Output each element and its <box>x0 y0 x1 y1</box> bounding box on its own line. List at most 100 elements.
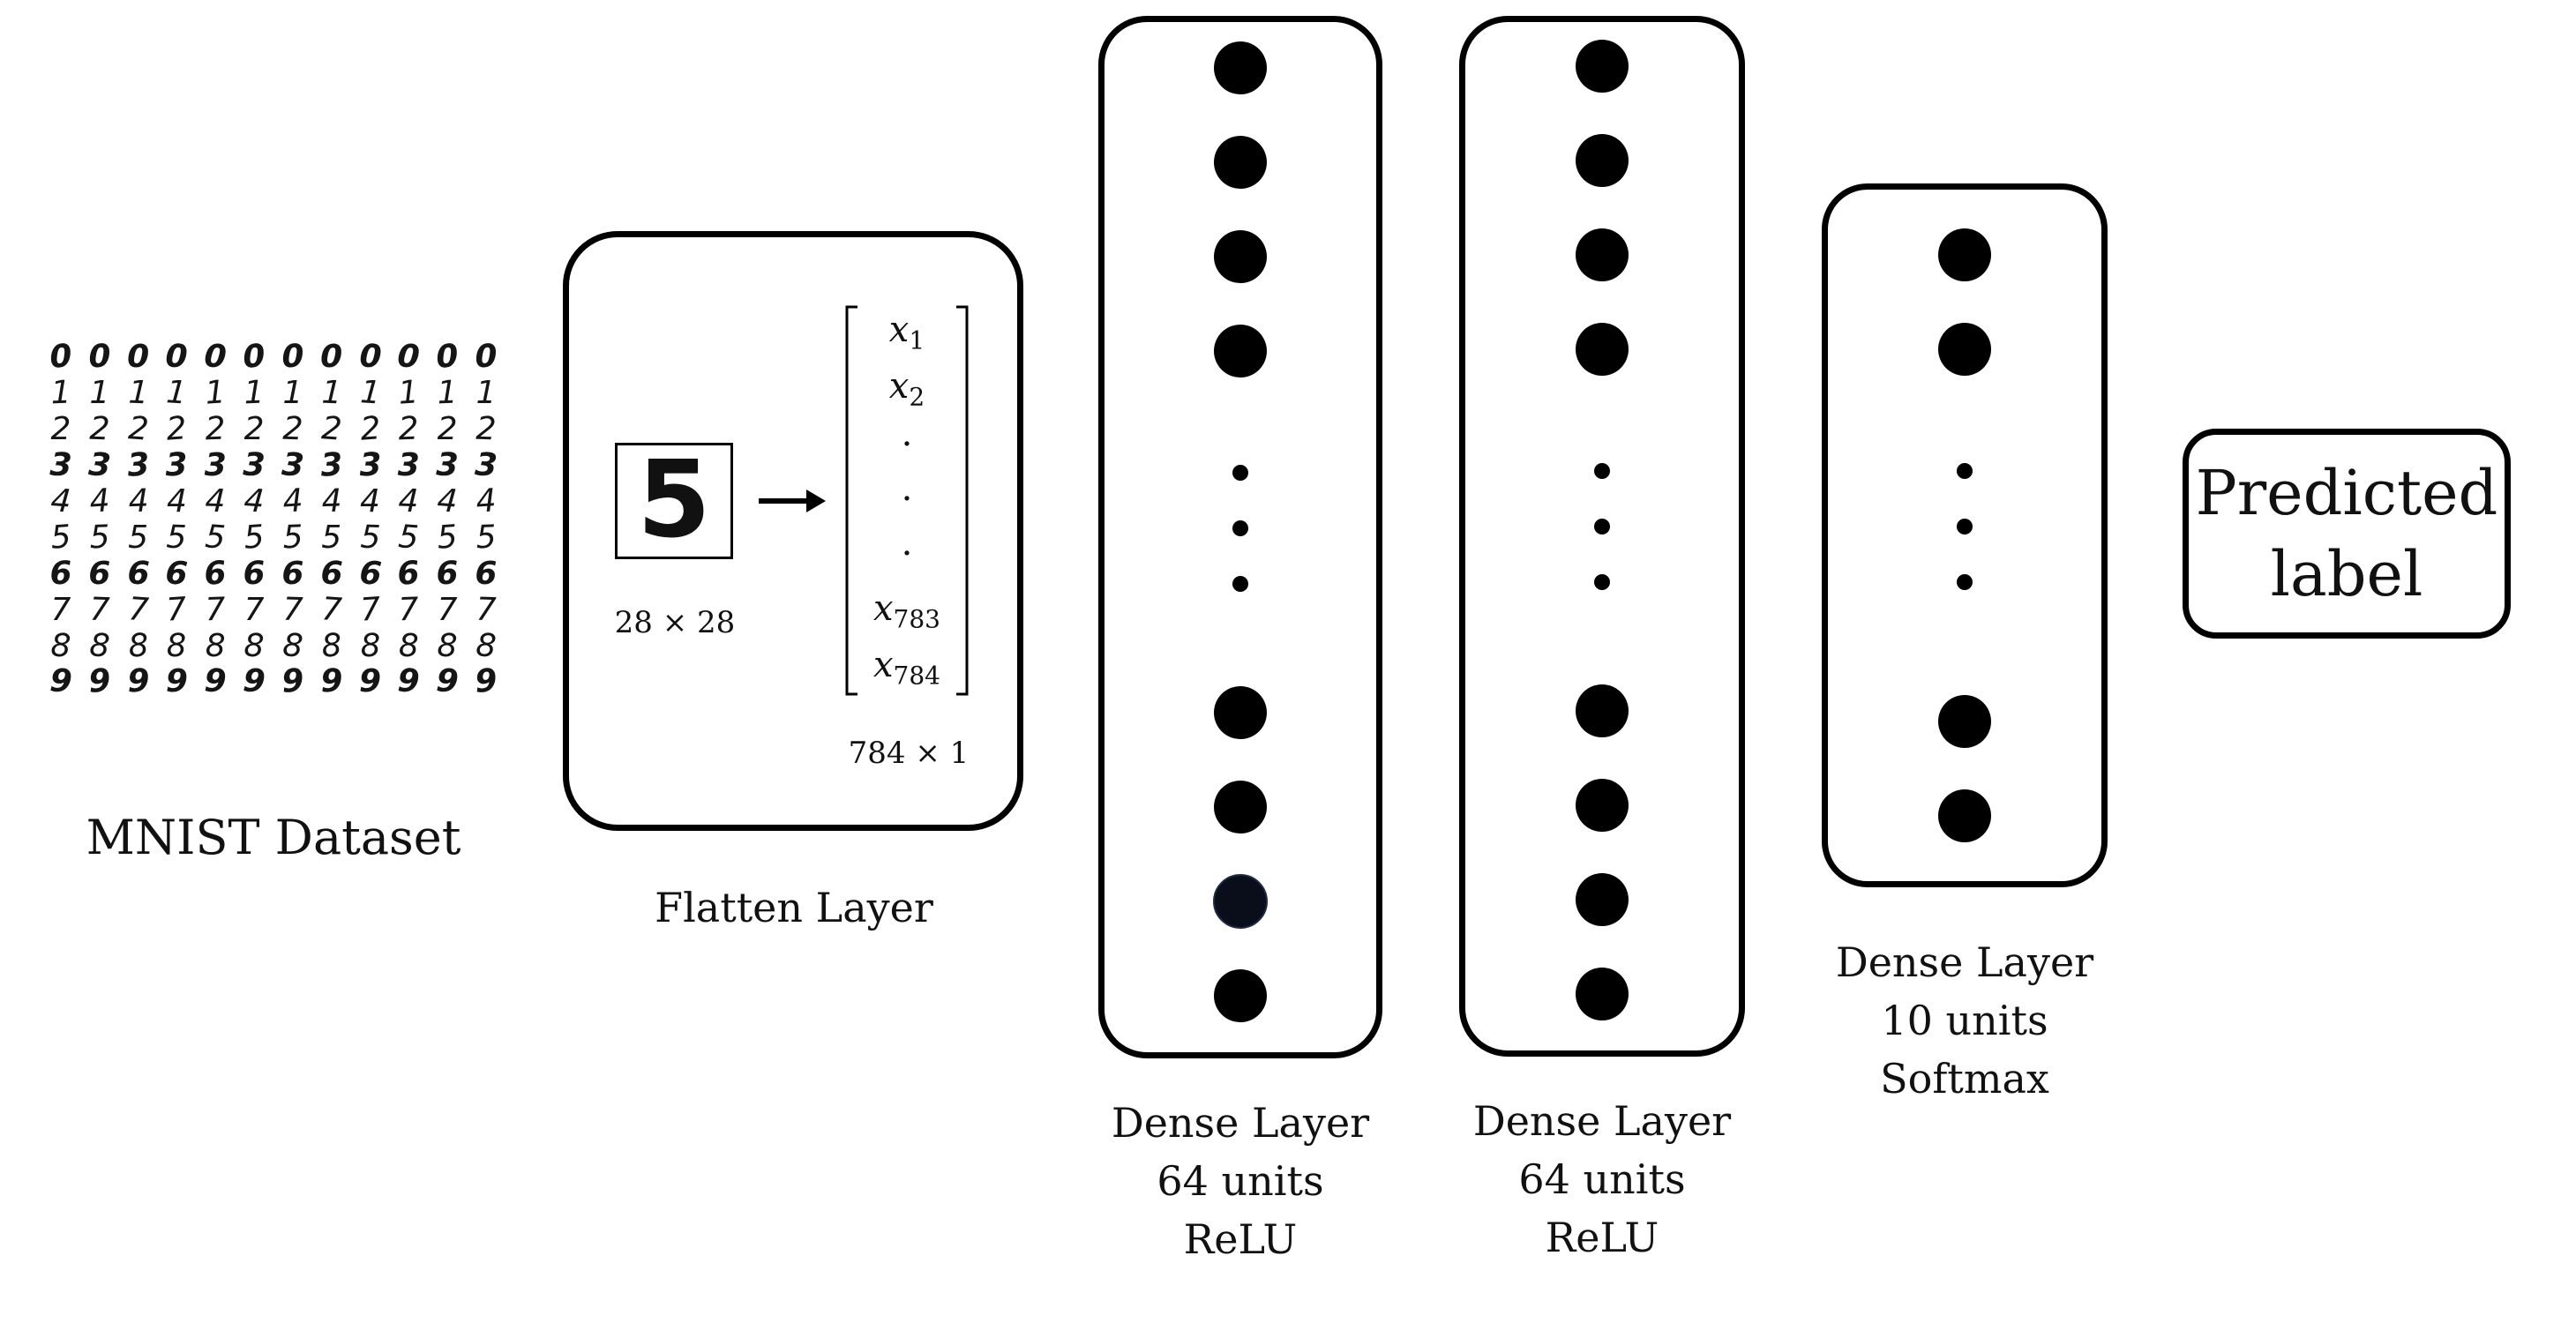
handwritten-digit: 3 <box>125 446 151 484</box>
handwritten-digit: 7 <box>50 591 71 628</box>
handwritten-digit: 7 <box>165 590 189 629</box>
handwritten-digit: 3 <box>358 446 382 484</box>
handwritten-digit: 7 <box>437 591 458 628</box>
neuron-node <box>1214 969 1267 1022</box>
vector-entry-var: x <box>888 310 910 350</box>
handwritten-digit: 2 <box>475 410 498 448</box>
handwritten-digit: 4 <box>127 482 149 520</box>
handwritten-digit: 9 <box>397 663 421 700</box>
handwritten-digit: 9 <box>358 663 382 700</box>
handwritten-digit: 6 <box>319 555 343 593</box>
handwritten-digit: 8 <box>475 626 498 665</box>
handwritten-digit: 5 <box>436 519 459 557</box>
sample-digit: 5 <box>637 439 711 562</box>
handwritten-digit: 6 <box>88 555 111 592</box>
handwritten-digit: 5 <box>243 519 266 557</box>
vector-entry-sub: 2 <box>909 382 925 412</box>
handwritten-digit: 1 <box>204 374 228 413</box>
vector-entry-var: x <box>872 588 894 629</box>
caption-line: ReLU <box>1183 1215 1298 1263</box>
ellipsis-dot <box>1957 463 1973 479</box>
handwritten-digit: 5 <box>128 519 149 556</box>
handwritten-digit: 0 <box>165 339 189 376</box>
handwritten-digit: 8 <box>281 626 304 665</box>
neuron-node <box>1214 230 1267 283</box>
handwritten-digit: 6 <box>49 555 73 593</box>
vector-entry-var: x <box>872 645 894 685</box>
handwritten-digit: 4 <box>166 483 187 519</box>
handwritten-digit: 6 <box>203 554 228 593</box>
caption-line: ReLU <box>1545 1214 1659 1261</box>
ellipsis-dot <box>1594 574 1610 590</box>
vector-entry-sub: 783 <box>893 604 940 634</box>
neuron-node <box>1214 136 1267 189</box>
image-size-label: 28 × 28 <box>614 605 736 640</box>
handwritten-digit: 7 <box>88 591 110 629</box>
dense-layer-2-caption: Dense Layer 64 units ReLU <box>1447 1092 1757 1267</box>
handwritten-digit: 4 <box>320 482 342 520</box>
handwritten-digit: 1 <box>243 374 266 412</box>
dataset-caption: MNIST Dataset <box>86 810 461 865</box>
handwritten-digit: 0 <box>474 339 498 376</box>
handwritten-digit: 8 <box>436 627 459 664</box>
ellipsis-dot <box>1957 574 1973 590</box>
handwritten-digit: 5 <box>88 519 110 557</box>
neuron-node <box>1576 40 1629 93</box>
handwritten-digit: 4 <box>475 482 498 520</box>
handwritten-digit: 6 <box>281 555 304 592</box>
vector-entry: x784 <box>851 644 962 697</box>
handwritten-digit: 7 <box>475 591 498 629</box>
handwritten-digit: 1 <box>320 374 342 412</box>
handwritten-digit: 1 <box>282 375 303 412</box>
handwritten-digit: 0 <box>49 338 73 377</box>
handwritten-digit: 5 <box>359 519 381 557</box>
handwritten-digit: 9 <box>473 662 498 701</box>
dense-layer-1-caption: Dense Layer 64 units ReLU <box>1085 1094 1396 1268</box>
handwritten-digit: 5 <box>166 519 188 557</box>
ellipsis-dot <box>1957 519 1973 534</box>
handwritten-digit: 8 <box>166 627 188 664</box>
handwritten-digit: 5 <box>204 519 228 557</box>
handwritten-digit: 1 <box>397 374 421 413</box>
handwritten-digit: 4 <box>87 482 111 520</box>
handwritten-digit: 1 <box>49 374 72 412</box>
neuron-node <box>1576 873 1629 926</box>
caption-line: Softmax <box>1880 1055 2049 1102</box>
ellipsis-dot <box>1232 576 1248 592</box>
ellipsis-dot <box>1232 465 1248 481</box>
dense-layer-3-nodes <box>1938 228 1991 842</box>
vector-entry: x1 <box>851 309 962 362</box>
handwritten-digit: 3 <box>49 446 73 484</box>
ellipsis-dot <box>1232 520 1248 536</box>
handwritten-digit: 2 <box>281 410 304 448</box>
handwritten-digit: 0 <box>281 339 305 376</box>
vector-entry: . <box>851 413 962 466</box>
handwritten-digit: 2 <box>205 410 227 448</box>
handwritten-digit: 1 <box>436 374 459 412</box>
handwritten-digit: 0 <box>320 339 343 376</box>
caption-line: Dense Layer <box>1835 938 2094 986</box>
neuron-node <box>1214 781 1267 833</box>
handwritten-digit: 5 <box>281 519 304 557</box>
vector-entry: . <box>851 522 962 575</box>
handwritten-digit: 6 <box>357 554 383 593</box>
handwritten-digit: 0 <box>87 339 112 376</box>
neuron-node <box>1214 686 1267 739</box>
handwritten-digit: 7 <box>358 590 382 629</box>
dense-layer-2-nodes <box>1576 40 1629 1020</box>
sample-digit-frame: 5 <box>615 443 733 559</box>
handwritten-digit: 1 <box>476 375 497 412</box>
vector-entries: x1 x2 . . . x783 x784 <box>851 307 962 695</box>
neuron-node <box>1576 323 1629 376</box>
handwritten-digit: 8 <box>243 627 266 664</box>
handwritten-digit: 6 <box>475 555 498 592</box>
ellipsis-dot <box>1594 519 1610 534</box>
handwritten-digit: 9 <box>204 663 228 700</box>
vector-entry: x783 <box>851 587 962 640</box>
handwritten-digit: 7 <box>398 591 420 629</box>
